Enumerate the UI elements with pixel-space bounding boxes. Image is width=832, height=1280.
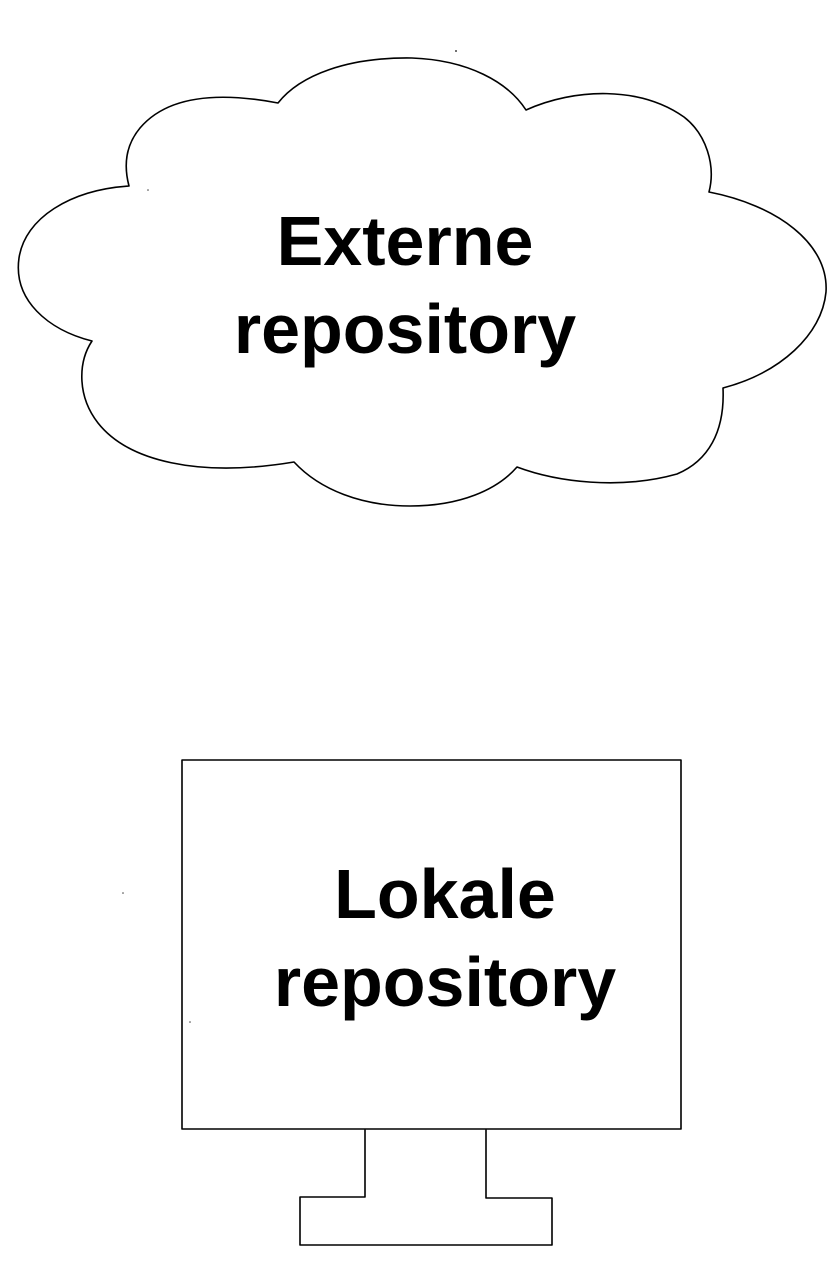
scan-speck: [189, 1021, 191, 1023]
local-repository-label: Lokale repository: [195, 850, 695, 1026]
external-repository-label: Externe repository: [150, 197, 660, 373]
monitor-stand: [299, 1129, 553, 1246]
scan-speck: [147, 189, 149, 191]
local-repository-label-line2: repository: [273, 943, 617, 1021]
external-repository-label-line1: Externe: [276, 202, 534, 280]
monitor-screen: [181, 759, 682, 1130]
external-repository-cloud: [17, 57, 827, 507]
scan-speck: [455, 50, 457, 52]
local-repository-label-line1: Lokale: [334, 855, 556, 933]
scan-speck: [122, 892, 124, 894]
external-repository-label-line2: repository: [233, 290, 577, 368]
